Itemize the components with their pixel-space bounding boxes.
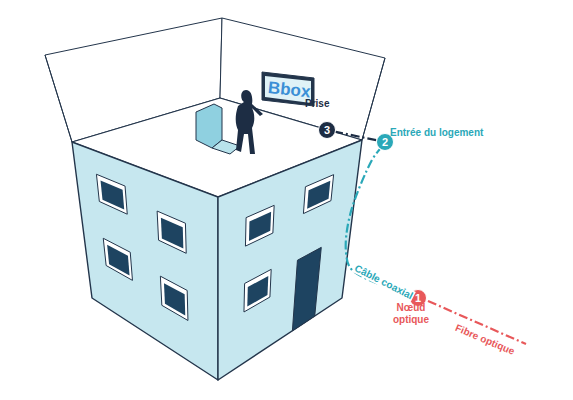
window-glass xyxy=(164,283,185,315)
window-frame xyxy=(245,205,274,246)
line-label: Fibre optique xyxy=(454,322,517,357)
window-glass xyxy=(307,181,330,209)
window-glass xyxy=(107,245,129,276)
tv-frame xyxy=(262,72,314,106)
callout-circle: 3Prise xyxy=(318,121,336,139)
window-glass xyxy=(161,218,183,249)
cable-line xyxy=(336,132,376,140)
tv-screen xyxy=(265,76,311,103)
armchair-seat xyxy=(212,140,240,154)
window-glass xyxy=(247,276,268,307)
cable-label: Câble coaxial xyxy=(352,262,416,302)
window-frame xyxy=(157,211,186,253)
callout-circle: 2Entrée du logement xyxy=(376,133,394,151)
woman-silhouette xyxy=(236,90,263,154)
callout-label: Entrée du logement xyxy=(390,127,483,139)
armchair xyxy=(196,104,222,148)
window-frame xyxy=(303,175,333,214)
window-frame xyxy=(103,238,132,280)
door xyxy=(292,247,321,330)
callout-number: 3 xyxy=(319,122,335,138)
building-wall xyxy=(218,140,362,380)
tv-logo: Bbox xyxy=(267,79,311,102)
window-frame xyxy=(96,174,127,214)
callout-label: Nœud optique xyxy=(386,302,436,325)
building-wall xyxy=(72,142,218,380)
window-frame xyxy=(160,276,188,320)
window-frame xyxy=(244,269,271,312)
window-glass xyxy=(249,212,271,241)
window-glass xyxy=(101,181,125,210)
